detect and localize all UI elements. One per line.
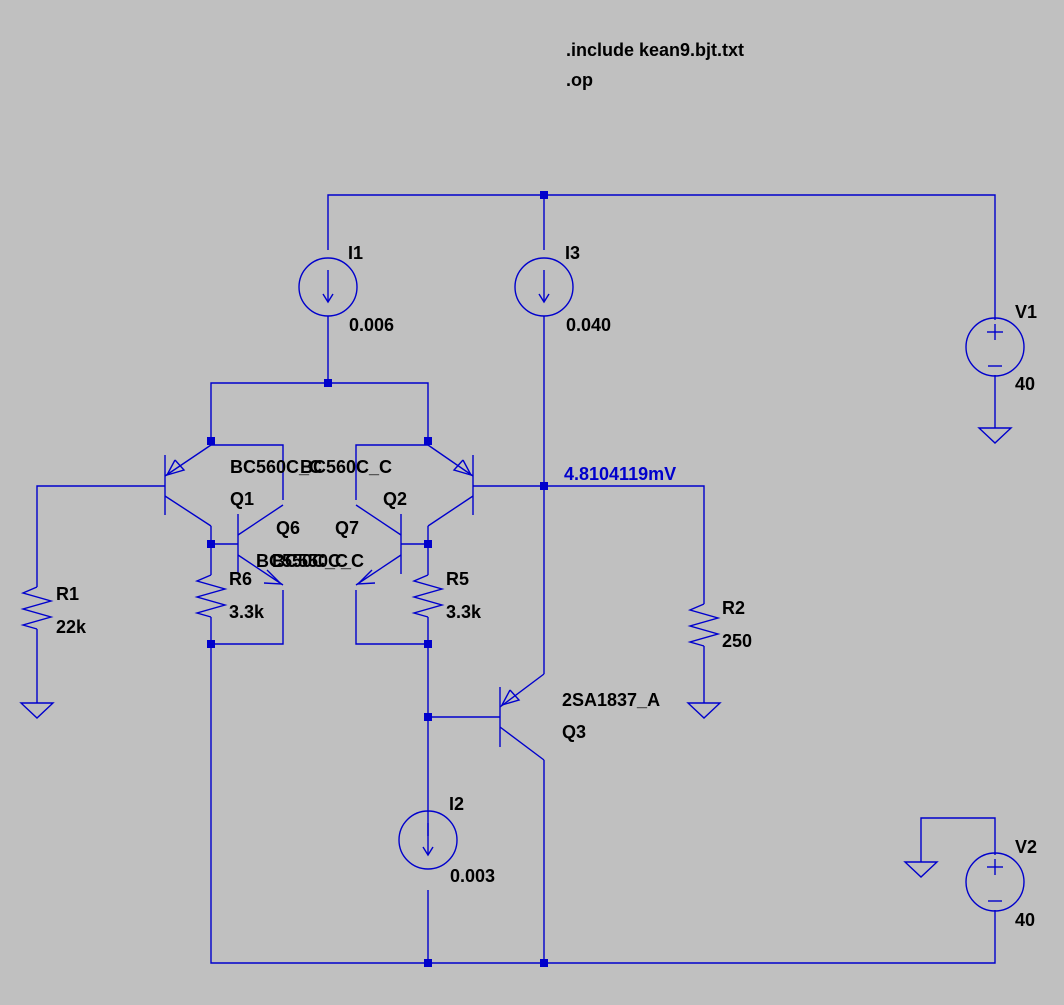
spice-directives[interactable]: .include kean9.bjt.txt .op (566, 40, 744, 90)
v1-name: V1 (1015, 302, 1037, 322)
wire-bottom-rail (210, 621, 996, 964)
r6-name: R6 (229, 569, 252, 589)
ground-icon (903, 861, 939, 878)
i2-name: I2 (449, 794, 464, 814)
wire-v2-top (920, 817, 996, 862)
v2-value: 40 (1015, 910, 1035, 930)
junction-dot (424, 713, 432, 721)
junction-dot (540, 191, 548, 199)
voltage-source-v2[interactable] (965, 852, 1025, 912)
wire-q6-bottom (211, 590, 284, 645)
junction-dot (540, 482, 548, 490)
wire-top-rail (327, 194, 996, 320)
q7-name: Q7 (335, 518, 359, 538)
q2-model: BC560C_C (300, 457, 392, 477)
current-source-i2[interactable] (398, 810, 458, 870)
r6-value: 3.3k (229, 602, 265, 622)
q3-name: Q3 (562, 722, 586, 742)
junction-dot (424, 640, 432, 648)
junction-dot (207, 640, 215, 648)
transistor-q1[interactable] (164, 444, 212, 527)
q2-name: Q2 (383, 489, 407, 509)
junction-dot (207, 540, 215, 548)
directive-op[interactable]: .op (566, 70, 593, 90)
wire-q1-base-r1 (36, 485, 165, 579)
r2-value: 250 (722, 631, 752, 651)
junction-dot (424, 959, 432, 967)
ground-icon (19, 702, 55, 719)
wire-tail-bus (210, 382, 429, 441)
transistor-q6[interactable] (237, 504, 284, 586)
v1-value: 40 (1015, 374, 1035, 394)
r1-name: R1 (56, 584, 79, 604)
net-voltage-label: 4.8104119mV (564, 464, 676, 484)
v2-name: V2 (1015, 837, 1037, 857)
i1-value: 0.006 (349, 315, 394, 335)
resistor-r2[interactable] (687, 596, 721, 652)
resistor-r5[interactable] (411, 567, 445, 621)
r2-name: R2 (722, 598, 745, 618)
i1-name: I1 (348, 243, 363, 263)
i2-value: 0.003 (450, 866, 495, 886)
wire-q7-bottom (355, 590, 428, 645)
i3-value: 0.040 (566, 315, 611, 335)
junction-dot (424, 437, 432, 445)
i3-name: I3 (565, 243, 580, 263)
transistor-q3[interactable] (499, 673, 545, 761)
wire-q6-top (211, 444, 284, 500)
directive-include[interactable]: .include kean9.bjt.txt (566, 40, 744, 60)
q6-model: BC550C_C (256, 551, 348, 571)
q1-model: BC560C_C (230, 457, 322, 477)
q6-name: Q6 (276, 518, 300, 538)
wires (36, 194, 996, 964)
q3-model: 2SA1837_A (562, 690, 660, 710)
r1-value: 22k (56, 617, 87, 637)
ground-icon (977, 427, 1013, 444)
junctions (207, 191, 548, 967)
current-source-i3[interactable] (514, 257, 574, 317)
junction-dot (207, 437, 215, 445)
junction-dot (540, 959, 548, 967)
current-source-i1[interactable] (298, 257, 358, 317)
voltage-source-v1[interactable] (965, 317, 1025, 377)
transistor-q2[interactable] (427, 444, 474, 527)
transistor-q7[interactable] (355, 504, 402, 586)
r5-name: R5 (446, 569, 469, 589)
resistor-r6[interactable] (194, 567, 228, 621)
r5-value: 3.3k (446, 602, 482, 622)
wire-q7-top (355, 444, 428, 500)
junction-dot (324, 379, 332, 387)
ground-icon (686, 702, 722, 719)
junction-dot (424, 540, 432, 548)
q7-model: BC550C_C (272, 551, 364, 571)
wire-output-r2 (473, 485, 705, 596)
q1-name: Q1 (230, 489, 254, 509)
resistor-r1[interactable] (20, 579, 54, 635)
